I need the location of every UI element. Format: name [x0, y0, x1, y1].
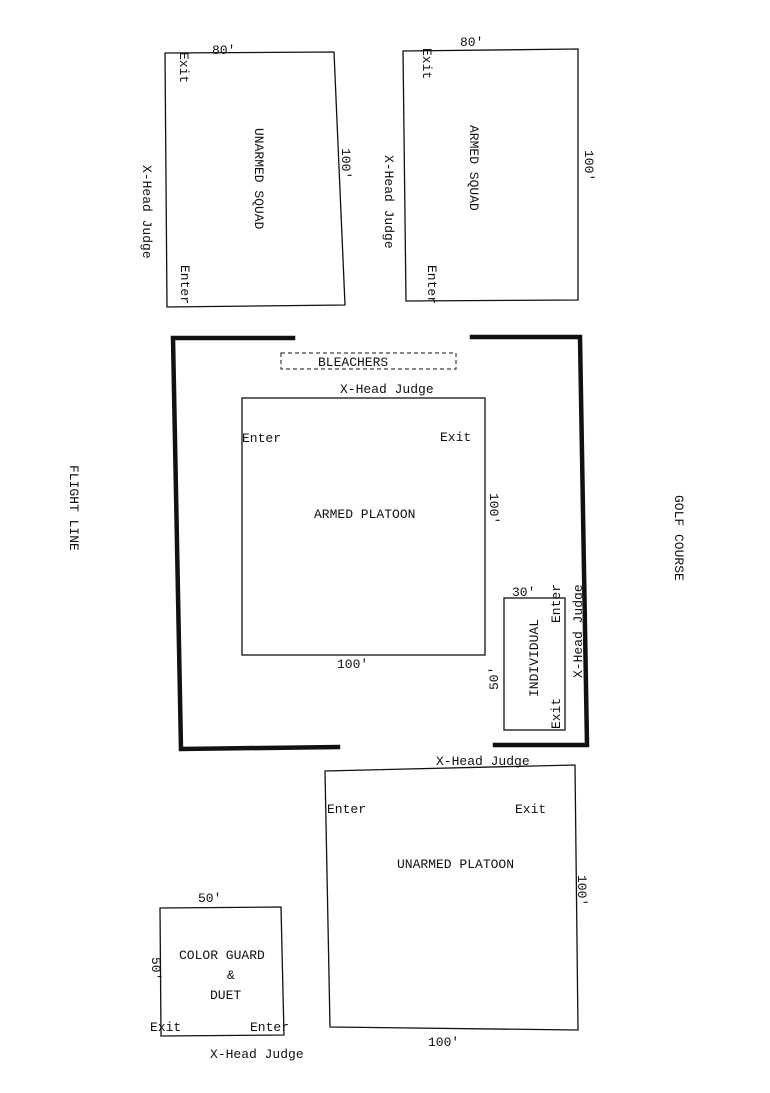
armed-platoon-enter: Enter: [242, 431, 281, 446]
individual-judge: X-Head Judge: [571, 584, 586, 678]
armed-squad-boundary: [402, 48, 579, 302]
unarmed-platoon-length: 100': [574, 875, 589, 906]
individual-title: INDIVIDUAL: [527, 619, 542, 697]
armed-squad-width: 80': [460, 35, 483, 50]
unarmed-squad-width: 80': [212, 43, 235, 58]
unarmed-squad-judge: X-Head Judge: [139, 165, 154, 259]
armed-platoon-area: X-Head Judge Enter Exit ARMED PLATOON 10…: [241, 382, 501, 672]
unarmed-squad-length: 100': [338, 148, 353, 179]
armed-platoon-judge: X-Head Judge: [340, 382, 434, 397]
color-guard-length: 50': [148, 957, 163, 980]
unarmed-platoon-width: 100': [428, 1035, 459, 1050]
color-guard-width: 50': [198, 891, 221, 906]
golf-course-label: GOLF COURSE: [671, 495, 686, 581]
individual-area: 30' 50' INDIVIDUAL Enter Exit X-Head Jud…: [487, 584, 586, 731]
unarmed-platoon-judge: X-Head Judge: [436, 754, 530, 769]
color-guard-area: 50' 50' COLOR GUARD & DUET Exit Enter X-…: [148, 891, 304, 1062]
unarmed-squad-exit: Exit: [176, 52, 191, 83]
individual-width: 30': [512, 585, 535, 600]
armed-platoon-length: 100': [486, 493, 501, 524]
enclosure-right-wall: [469, 334, 590, 748]
bleachers: BLEACHERS: [280, 352, 457, 370]
color-guard-title-line3: DUET: [210, 988, 241, 1003]
color-guard-boundary: [159, 906, 285, 1037]
unarmed-squad-area: 80' Exit UNARMED SQUAD 100' X-Head Judge…: [139, 43, 353, 308]
unarmed-squad-enter: Enter: [177, 265, 192, 304]
color-guard-enter: Enter: [250, 1020, 289, 1035]
color-guard-title-line1: COLOR GUARD: [179, 948, 265, 963]
color-guard-judge: X-Head Judge: [210, 1047, 304, 1062]
armed-squad-enter: Enter: [424, 265, 439, 304]
color-guard-exit: Exit: [150, 1020, 181, 1035]
bleachers-label: BLEACHERS: [318, 355, 388, 370]
unarmed-platoon-boundary: [324, 764, 579, 1031]
unarmed-platoon-title: UNARMED PLATOON: [397, 857, 514, 872]
armed-platoon-exit: Exit: [440, 430, 471, 445]
unarmed-squad-title: UNARMED SQUAD: [251, 128, 266, 230]
armed-squad-exit: Exit: [419, 48, 434, 79]
individual-boundary: [503, 597, 566, 731]
flight-line-label: FLIGHT LINE: [66, 465, 81, 551]
armed-squad-length: 100': [581, 150, 596, 181]
unarmed-platoon-exit: Exit: [515, 802, 546, 817]
individual-enter: Enter: [549, 584, 564, 623]
individual-length: 50': [487, 667, 502, 690]
unarmed-squad-boundary: [164, 51, 346, 308]
bleachers-outline: [280, 352, 457, 370]
main-enclosure: [170, 334, 590, 752]
enclosure-left-wall: [170, 335, 341, 752]
armed-platoon-width: 100': [337, 657, 368, 672]
unarmed-platoon-enter: Enter: [327, 802, 366, 817]
armed-squad-area: 80' Exit ARMED SQUAD 100' X-Head Judge E…: [381, 35, 596, 304]
armed-squad-title: ARMED SQUAD: [466, 125, 481, 211]
unarmed-platoon-area: X-Head Judge Enter Exit UNARMED PLATOON …: [324, 754, 589, 1050]
armed-platoon-boundary: [241, 397, 486, 656]
armed-platoon-title: ARMED PLATOON: [314, 507, 415, 522]
color-guard-title-line2: &: [227, 968, 235, 983]
individual-exit: Exit: [549, 698, 564, 729]
armed-squad-judge: X-Head Judge: [381, 155, 396, 249]
